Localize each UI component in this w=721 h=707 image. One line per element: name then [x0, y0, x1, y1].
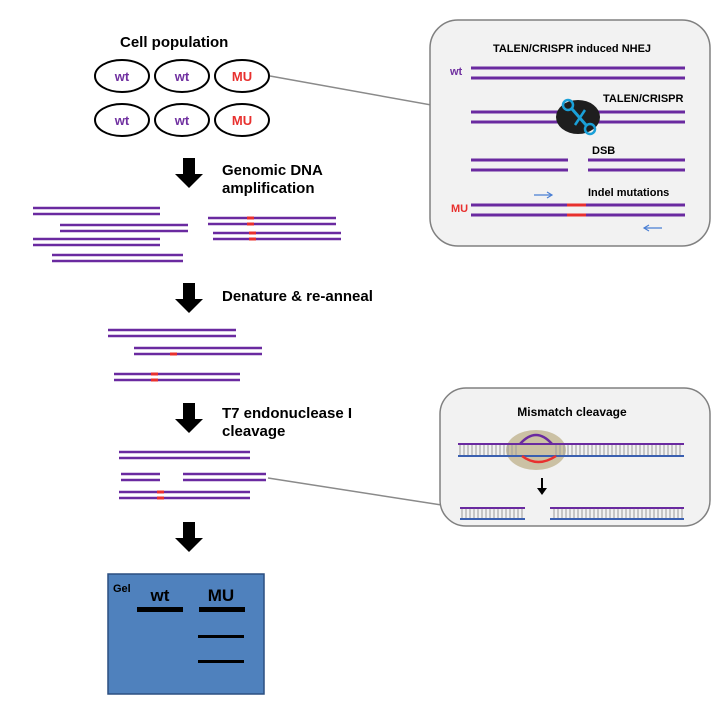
gel-band: [198, 635, 244, 638]
gel-band: [199, 607, 245, 612]
cell-wt: [94, 103, 150, 137]
gel-lane-wt: wt: [150, 586, 170, 605]
callout-connector: [269, 75, 449, 109]
cell-mu: [214, 103, 270, 137]
step-denature-label: Denature & re-anneal: [222, 288, 373, 305]
step-amplification-label: Genomic DNA: [222, 162, 323, 179]
cell-label: MU: [232, 69, 252, 84]
cell-wt: [154, 103, 210, 137]
gel-lane-mu: MU: [208, 586, 234, 605]
gel-box: [107, 573, 265, 695]
gel-band: [137, 607, 183, 612]
cell-population: wt wt MU wt wt MU: [94, 59, 270, 137]
mismatch-loop: [521, 454, 557, 464]
mutation-marks: [151, 352, 177, 382]
nhej-mu-label: MU: [451, 203, 468, 215]
cell-label: wt: [174, 113, 190, 128]
mutation-marks: [157, 490, 164, 500]
dsb-label: DSB: [592, 145, 615, 157]
cell-wt: [154, 59, 210, 93]
step-amplification-label: amplification: [222, 180, 315, 197]
cleaved-dna: [119, 450, 266, 500]
nuclease-icon: [556, 98, 600, 136]
step-arrow-icon: [175, 158, 203, 188]
cell-label: wt: [114, 69, 130, 84]
cell-population-title: Cell population: [120, 34, 228, 51]
indel-label: Indel mutations: [588, 187, 669, 199]
cell-label: MU: [232, 113, 252, 128]
step-arrow-icon: [175, 522, 203, 552]
primer-reverse-arrow-icon: [642, 224, 662, 232]
step-arrow-icon: [175, 283, 203, 313]
nhej-wt-label: wt: [449, 66, 463, 78]
amplified-dna: [33, 206, 341, 263]
cell-label: wt: [174, 69, 190, 84]
cell-wt: [94, 59, 150, 93]
nuclease-label: TALEN/CRISPR: [603, 93, 684, 105]
gel-label: Gel: [113, 583, 131, 595]
step-arrow-icon: [175, 403, 203, 433]
mismatch-callout-title: Mismatch cleavage: [517, 405, 627, 419]
cell-mu: [214, 59, 270, 93]
mismatch-callout: Mismatch cleavage: [439, 387, 711, 527]
primer-forward-arrow-icon: [534, 191, 554, 199]
step-t7-label: T7 endonuclease I: [222, 405, 352, 422]
nhej-callout-title: TALEN/CRISPR induced NHEJ: [493, 43, 651, 55]
mismatch-loop: [519, 433, 553, 445]
mutation-marks: [247, 216, 256, 241]
base-pair-ticks: [461, 509, 683, 518]
callout-connector: [267, 477, 449, 507]
cleavage-arrow-icon: [537, 488, 547, 495]
reannealed-dna: [108, 328, 262, 382]
cell-label: wt: [114, 113, 130, 128]
base-pair-ticks: [459, 445, 681, 455]
gel-band: [198, 660, 244, 663]
step-t7-label: cleavage: [222, 423, 285, 440]
gel: Gel wt MU: [107, 573, 265, 695]
nhej-callout: TALEN/CRISPR induced NHEJ wt TALEN/CRISP…: [429, 19, 711, 247]
